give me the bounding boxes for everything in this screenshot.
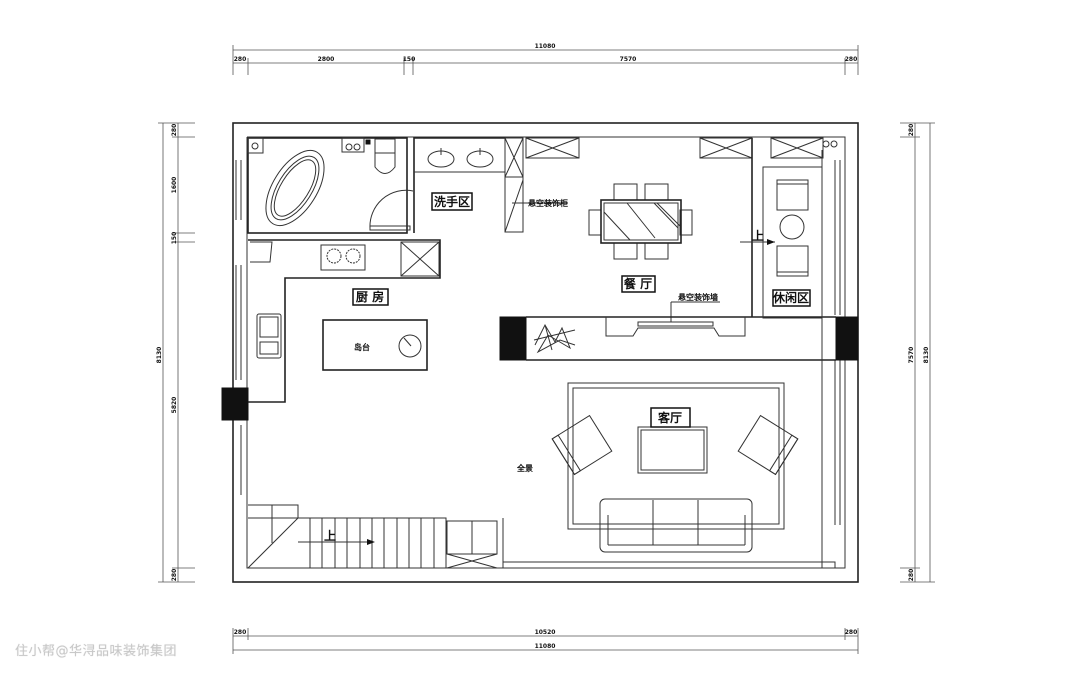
- annotation-hanging-wall: 悬空装饰墙: [677, 292, 718, 302]
- dim-right-total: 8130: [923, 347, 930, 364]
- walls: [221, 122, 859, 583]
- room-label-kitchen: 厨 房: [356, 289, 384, 304]
- leisure-area: 上 休闲区: [740, 137, 838, 568]
- door-swing: [369, 189, 414, 229]
- room-label-living: 客厅: [657, 410, 682, 425]
- dining-table: [588, 183, 693, 260]
- column: [221, 387, 249, 421]
- room-label-dining: 餐 厅: [624, 276, 652, 291]
- dimension-top: 11080 280 2800 150 7570 280: [232, 43, 859, 75]
- dim-top-seg: 150: [403, 56, 416, 63]
- dim-right-seg: 7570: [908, 347, 915, 364]
- dim-bottom-seg: 280: [845, 629, 858, 636]
- dim-left-seg: 5820: [171, 397, 178, 414]
- dimension-right: 280 7570 280 8130: [900, 122, 935, 583]
- dim-left-seg: 280: [171, 569, 178, 582]
- dim-top-total: 11080: [535, 43, 556, 50]
- plant-icon: [533, 323, 576, 354]
- bathroom: [247, 137, 414, 234]
- dim-right-seg: 280: [908, 569, 915, 582]
- dim-left-seg: 1600: [171, 177, 178, 194]
- dim-left-total: 8130: [156, 347, 163, 364]
- room-label-leisure: 休闲区: [772, 290, 809, 305]
- dim-right-seg: 280: [908, 124, 915, 137]
- bathtub: [265, 150, 325, 226]
- watermark: 住小帮@华浔品味装饰集团: [15, 644, 178, 659]
- toilet: [374, 138, 396, 174]
- room-label-wash-area: 洗手区: [434, 194, 470, 209]
- wash-area: 洗手区 悬空装饰柜: [413, 137, 568, 233]
- dim-left-seg: 280: [171, 124, 178, 137]
- dim-top-seg: 280: [845, 56, 858, 63]
- kitchen: 厨 房 岛台: [248, 239, 441, 403]
- dimension-bottom: 280 10520 280 11080: [232, 628, 859, 654]
- panorama-label: 全景: [516, 463, 533, 473]
- column: [499, 316, 527, 361]
- kitchen-sink: [256, 313, 282, 359]
- annotation-hanging-cabinet: 悬空装饰柜: [527, 198, 568, 208]
- stove: [320, 244, 366, 271]
- living-room: 客厅 全景: [516, 382, 799, 553]
- dim-bottom-total: 11080: [535, 643, 556, 650]
- stairs-up-label: 上: [324, 528, 336, 543]
- kitchen-island: [322, 319, 428, 371]
- leisure-up-label: 上: [752, 228, 764, 243]
- dim-top-seg: 7570: [620, 56, 637, 63]
- dimension-left: 8130 280 1600 150 5820 280: [156, 122, 195, 583]
- dim-bottom-seg: 280: [234, 629, 247, 636]
- dim-top-seg: 280: [234, 56, 247, 63]
- dim-bottom-seg: 10520: [535, 629, 556, 636]
- dim-left-seg: 150: [171, 232, 178, 245]
- dim-top-seg: 2800: [318, 56, 335, 63]
- dining-room: 餐 厅 悬空装饰墙: [525, 137, 836, 361]
- island-label: 岛台: [354, 342, 370, 352]
- armchair: [737, 414, 799, 476]
- column: [835, 316, 859, 361]
- staircase: 上: [247, 504, 836, 569]
- armchair: [551, 414, 613, 476]
- sofa: [599, 498, 753, 553]
